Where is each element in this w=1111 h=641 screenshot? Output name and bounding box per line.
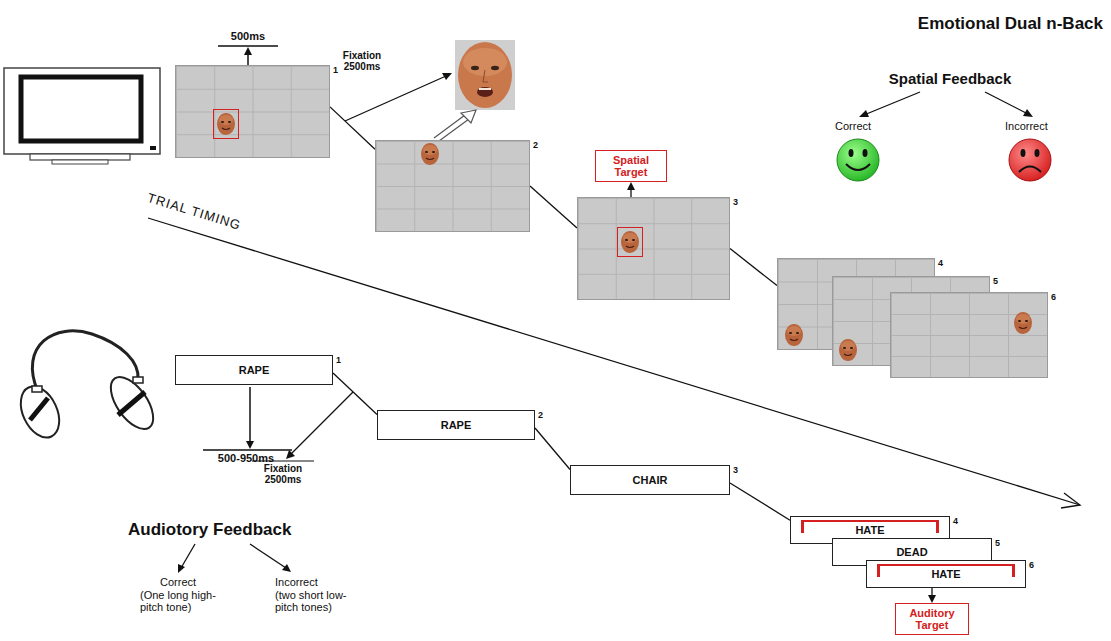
face-icon [216,112,236,136]
feedback-label: Correct [160,576,196,588]
step-number: 6 [1051,292,1056,302]
face-icon [420,142,440,166]
monitor-icon [4,68,160,164]
stimulus-word: RAPE [239,364,270,376]
feedback-note: (two short low-pitch tones) [275,589,355,613]
step-number: 4 [953,516,958,526]
axis-label: TRIAL TIMING [146,190,243,233]
timing-label: 500-950ms [200,452,292,464]
step-number: 3 [733,465,738,475]
stimulus-word: CHAIR [633,474,668,486]
feedback-label: Incorrect [275,576,318,588]
fixation-arrow [252,392,353,461]
headphones-icon [13,331,161,444]
word-box: HATE6 [866,560,1026,588]
screen-panel: 2 [375,140,530,232]
feedback-label: Correct [835,120,871,132]
step-number: 1 [333,65,338,75]
connector-line [530,186,577,228]
stimulus-word: RAPE [441,419,472,431]
step-number: 4 [938,258,943,268]
step-number: 2 [538,410,543,420]
timing-label: Fixation 2500ms [330,50,394,72]
step-number: 6 [1029,560,1034,570]
connector [627,182,635,197]
stimulus-word: HATE [931,568,960,580]
smiley-incorrect [1009,139,1051,181]
stimulus-word: DEAD [896,546,927,558]
connector [333,373,377,415]
section-heading: Spatial Feedback [862,70,1038,87]
screen-panel: 3 [577,197,730,300]
stimulus-word: HATE [855,524,884,536]
word-box: RAPE2 [377,410,535,440]
timing-marker [203,387,292,450]
face-icon [838,338,858,362]
feedback-label: Incorrect [1005,120,1048,132]
connector [530,186,577,228]
feedback-arrows [859,92,1033,117]
target-label: Spatial Target [599,154,663,178]
section-heading: Audiotory Feedback [128,520,291,540]
target-box: Spatial Target [595,150,667,182]
connector-line [535,428,570,470]
diagram-title: Emotional Dual n-Back [918,14,1103,34]
target-box: Auditory Target [895,603,969,635]
connector-line [330,107,375,149]
feedback-arrows [178,544,291,573]
timing-label: Fixation 2500ms [248,463,318,485]
step-number: 5 [995,538,1000,548]
step-number: 5 [993,276,998,286]
feedback-note: (One long high-pitch tone) [140,589,220,613]
connector [730,483,790,520]
face-icon [1013,311,1033,335]
timing-marker [218,46,278,65]
connector-line [333,373,377,415]
connector [535,428,570,470]
face-icon [620,230,640,254]
step-number: 1 [336,355,341,365]
target-label: Auditory Target [899,607,965,631]
word-box: CHAIR3 [570,465,730,495]
step-number: 3 [733,197,738,207]
fixation-arrow [345,73,452,121]
smiley-correct [837,139,879,181]
face-photo [455,40,515,110]
screen-panel: 1 [175,65,330,158]
connector-line [730,249,777,286]
zoom-arrow [434,110,476,141]
word-box: RAPE1 [175,355,333,385]
timing-label: 500ms [218,30,278,42]
arrow-head [928,595,936,603]
connector [928,588,936,603]
connector [330,107,375,149]
face-icon [784,323,804,347]
arrow-head [627,182,635,190]
connector-line [730,483,790,520]
screen-panel: 6 [890,292,1048,378]
connector [730,249,777,286]
step-number: 2 [533,140,538,150]
